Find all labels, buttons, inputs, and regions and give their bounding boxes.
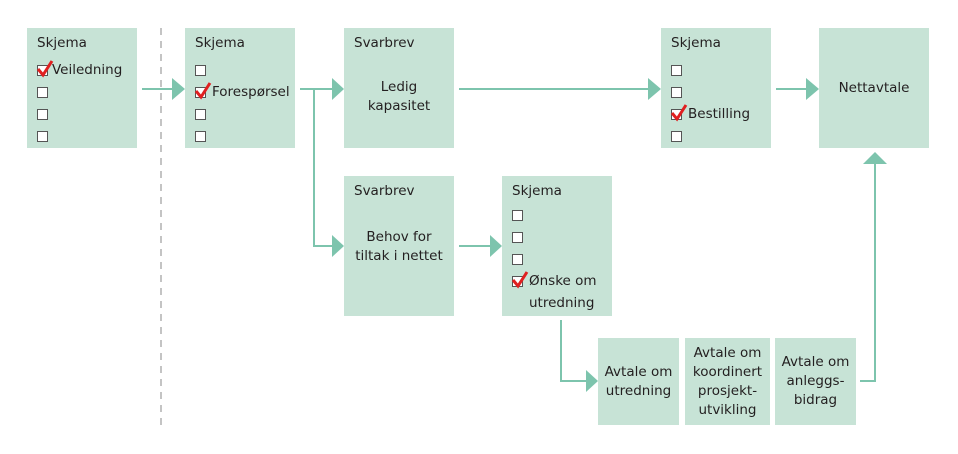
checkbox-item [512, 226, 597, 248]
arrow-skjema2-to-behov [313, 89, 332, 247]
checkbox-empty [671, 64, 682, 76]
skjema-foresporsel-box: Skjema Forespørsel [185, 28, 295, 148]
arrowhead [332, 235, 344, 257]
checkbox-item [37, 81, 122, 103]
checkbox-item [37, 103, 122, 125]
avtale-om-anleggsbidrag-box: Avtale om anleggs- bidrag [775, 338, 856, 425]
box-header: Skjema [195, 35, 245, 51]
checkbox-label: Forespørsel [212, 84, 290, 100]
checkbox-empty [195, 64, 206, 76]
checkbox-item [195, 103, 290, 125]
checkbox-list: Ønske om utredning [511, 204, 597, 314]
text-line: prosjekt- [697, 382, 758, 399]
checkbox-item [671, 81, 750, 103]
checkbox-empty [671, 86, 682, 98]
checkmark-icon [511, 270, 529, 289]
checkbox-empty [37, 130, 48, 142]
svarbrev-behov-box: Svarbrev Behov for tiltak i nettet [344, 176, 454, 316]
checkbox-empty [671, 130, 682, 142]
checkbox-empty [195, 130, 206, 142]
checkmark-icon [670, 103, 688, 122]
checkmark-icon [36, 59, 54, 78]
skjema-onske-om-utredning-box: Skjema Ønske om utredning [502, 176, 612, 316]
text-line: Avtale om [781, 354, 850, 370]
box-body-text: Avtale om utredning [605, 363, 673, 401]
text-line: koordinert [692, 363, 763, 380]
checkbox-label-continuation: utredning [512, 292, 597, 314]
arrow-onske-to-avtale [560, 320, 586, 382]
text-line: utredning [605, 382, 672, 399]
checkmark-icon [194, 81, 212, 100]
checkbox-list: Forespørsel [194, 59, 290, 147]
checkbox-item [671, 125, 750, 147]
text-line: Behov for [366, 229, 432, 245]
text-line: kapasitet [367, 98, 431, 114]
text-line: utvikling [698, 401, 757, 418]
arrowhead [172, 78, 185, 100]
checkbox-empty [37, 86, 48, 98]
checkbox-item: Forespørsel [194, 81, 290, 103]
checkbox-item: Bestilling [670, 103, 751, 125]
box-header: Skjema [671, 35, 721, 51]
checkbox-item [195, 59, 290, 81]
checkbox-checked [670, 103, 688, 122]
box-header: Svarbrev [354, 35, 415, 51]
box-header: Skjema [512, 183, 562, 199]
arrowhead [806, 78, 819, 100]
checkbox-item [512, 204, 597, 226]
skjema-veiledning-box: Skjema Veiledning [27, 28, 137, 148]
checkbox-item: Ønske om [511, 270, 597, 292]
text-line: anleggs- [786, 373, 845, 389]
box-body-text: Ledig kapasitet [344, 78, 454, 116]
checkbox-empty [37, 108, 48, 120]
checkbox-item [671, 59, 750, 81]
skjema-bestilling-box: Skjema Bestilling [661, 28, 771, 148]
checkbox-item [512, 248, 597, 270]
svarbrev-ledig-kapasitet-box: Svarbrev Ledig kapasitet [344, 28, 454, 148]
nettavtale-box: Nettavtale [819, 28, 929, 148]
box-header: Svarbrev [354, 183, 415, 199]
box-body-text: Avtale om koordinert prosjekt- utvikling [693, 344, 762, 420]
checkbox-list: Veiledning [36, 59, 123, 147]
checkbox-item [37, 125, 122, 147]
text-line: Ledig [380, 79, 418, 95]
box-body-text: Avtale om anleggs- bidrag [782, 353, 850, 410]
box-body-text: Nettavtale [838, 79, 910, 96]
checkbox-checked [194, 81, 212, 100]
checkbox-label: Bestilling [688, 106, 751, 122]
text-line: Avtale om [693, 344, 762, 361]
arrowhead [490, 235, 502, 257]
checkbox-item [195, 125, 290, 147]
checkbox-empty [512, 253, 523, 265]
box-header: Skjema [37, 35, 87, 51]
checkbox-checked [36, 59, 54, 78]
checkbox-empty [195, 108, 206, 120]
avtale-om-koordinert-prosjektutvikling-box: Avtale om koordinert prosjekt- utvikling [685, 338, 770, 425]
checkbox-list: Bestilling [670, 59, 751, 147]
text-line: bidrag [793, 392, 838, 408]
arrow-avtale-to-nettavtale [860, 162, 876, 382]
text-line: tiltak i nettet [355, 248, 443, 264]
checkbox-item: Veiledning [36, 59, 123, 81]
avtale-om-utredning-box: Avtale om utredning [598, 338, 679, 425]
text-line: Avtale om [604, 363, 673, 380]
arrowhead [863, 152, 887, 164]
checkbox-checked [511, 270, 529, 289]
checkbox-label: Ønske om [529, 273, 597, 289]
checkbox-empty [512, 231, 523, 243]
checkbox-label: utredning [529, 295, 595, 311]
arrowhead [586, 370, 598, 392]
checkbox-empty [512, 209, 523, 221]
arrowhead [332, 78, 344, 100]
checkbox-label: Veiledning [52, 62, 123, 78]
box-body-text: Behov for tiltak i nettet [344, 228, 454, 266]
arrowhead [648, 78, 661, 100]
